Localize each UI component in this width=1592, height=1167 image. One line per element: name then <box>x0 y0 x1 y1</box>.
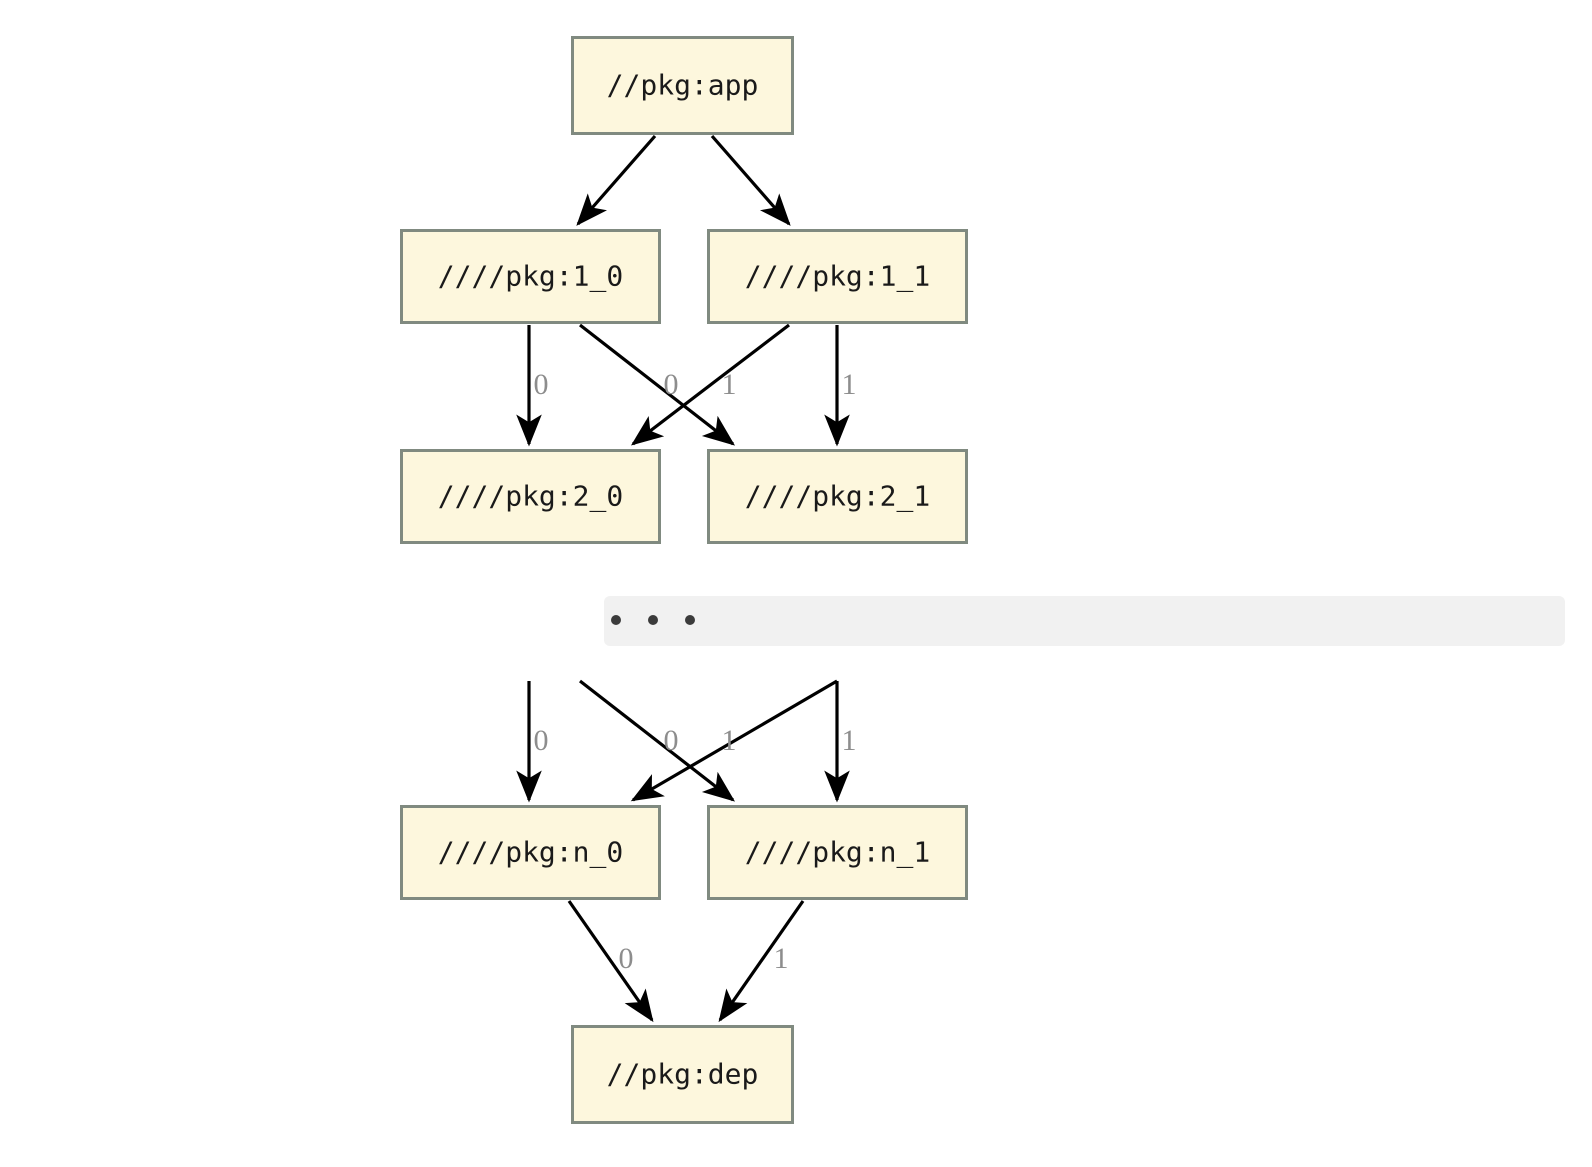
node-box[interactable] <box>400 805 661 900</box>
graph-node-nn_1[interactable]: ////pkg:n_1 <box>707 805 968 900</box>
ellipsis-dot-0 <box>611 615 621 625</box>
edge-label-layer: 0 0 1 1 0 0 1 1 0 1 <box>534 368 857 975</box>
node-box[interactable] <box>571 36 794 135</box>
node-box[interactable] <box>707 805 968 900</box>
graph-node-app[interactable]: //pkg:app <box>571 36 794 135</box>
edge-label: 0 <box>664 724 679 757</box>
edge-label: 1 <box>722 368 737 401</box>
node-box[interactable] <box>571 1025 794 1124</box>
node-layer: //pkg:app ////pkg:1_0 ////pkg:1_1 ////pkg:2… <box>400 36 968 1124</box>
edge-label: 0 <box>619 942 634 975</box>
graph-edge <box>710 134 791 226</box>
ellipsis-dot-2 <box>685 615 695 625</box>
node-label: ////pkg:2_1 <box>745 480 930 514</box>
node-label: ////pkg:2_0 <box>438 480 623 514</box>
graph-edge <box>630 323 790 446</box>
edge-label: 1 <box>722 724 737 757</box>
graph-edge <box>576 134 657 226</box>
ellipsis-band <box>604 596 1565 646</box>
graph-node-n1_1[interactable]: ////pkg:1_1 <box>707 229 968 324</box>
node-label: ////pkg:1_1 <box>745 260 930 294</box>
node-label: ////pkg:n_0 <box>438 836 623 870</box>
node-label: ////pkg:n_1 <box>745 836 930 870</box>
graph-node-n1_0[interactable]: ////pkg:1_0 <box>400 229 661 324</box>
graph-edge <box>630 679 838 802</box>
edge-label: 0 <box>534 724 549 757</box>
edge-label: 0 <box>534 368 549 401</box>
graph-node-nn_0[interactable]: ////pkg:n_0 <box>400 805 661 900</box>
graph-node-dep[interactable]: //pkg:dep <box>571 1025 794 1124</box>
graph-edge <box>567 900 654 1023</box>
node-box[interactable] <box>707 229 968 324</box>
graph-node-n2_1[interactable]: ////pkg:2_1 <box>707 449 968 544</box>
edge-label: 0 <box>664 368 679 401</box>
edge-label: 1 <box>774 942 789 975</box>
ellipsis-dot-1 <box>648 615 658 625</box>
node-box[interactable] <box>400 229 661 324</box>
edge-layer <box>516 134 850 1023</box>
edge-label: 1 <box>842 368 857 401</box>
node-label: //pkg:app <box>607 69 759 102</box>
ellipsis-band-rect <box>604 596 1565 646</box>
graph-edge <box>579 323 736 446</box>
graph-edge <box>579 679 736 802</box>
edge-label: 1 <box>842 724 857 757</box>
node-label: //pkg:dep <box>607 1058 759 1091</box>
node-box[interactable] <box>400 449 661 544</box>
graph-node-n2_0[interactable]: ////pkg:2_0 <box>400 449 661 544</box>
node-label: ////pkg:1_0 <box>438 260 623 294</box>
node-box[interactable] <box>707 449 968 544</box>
graph-edge <box>718 900 805 1023</box>
